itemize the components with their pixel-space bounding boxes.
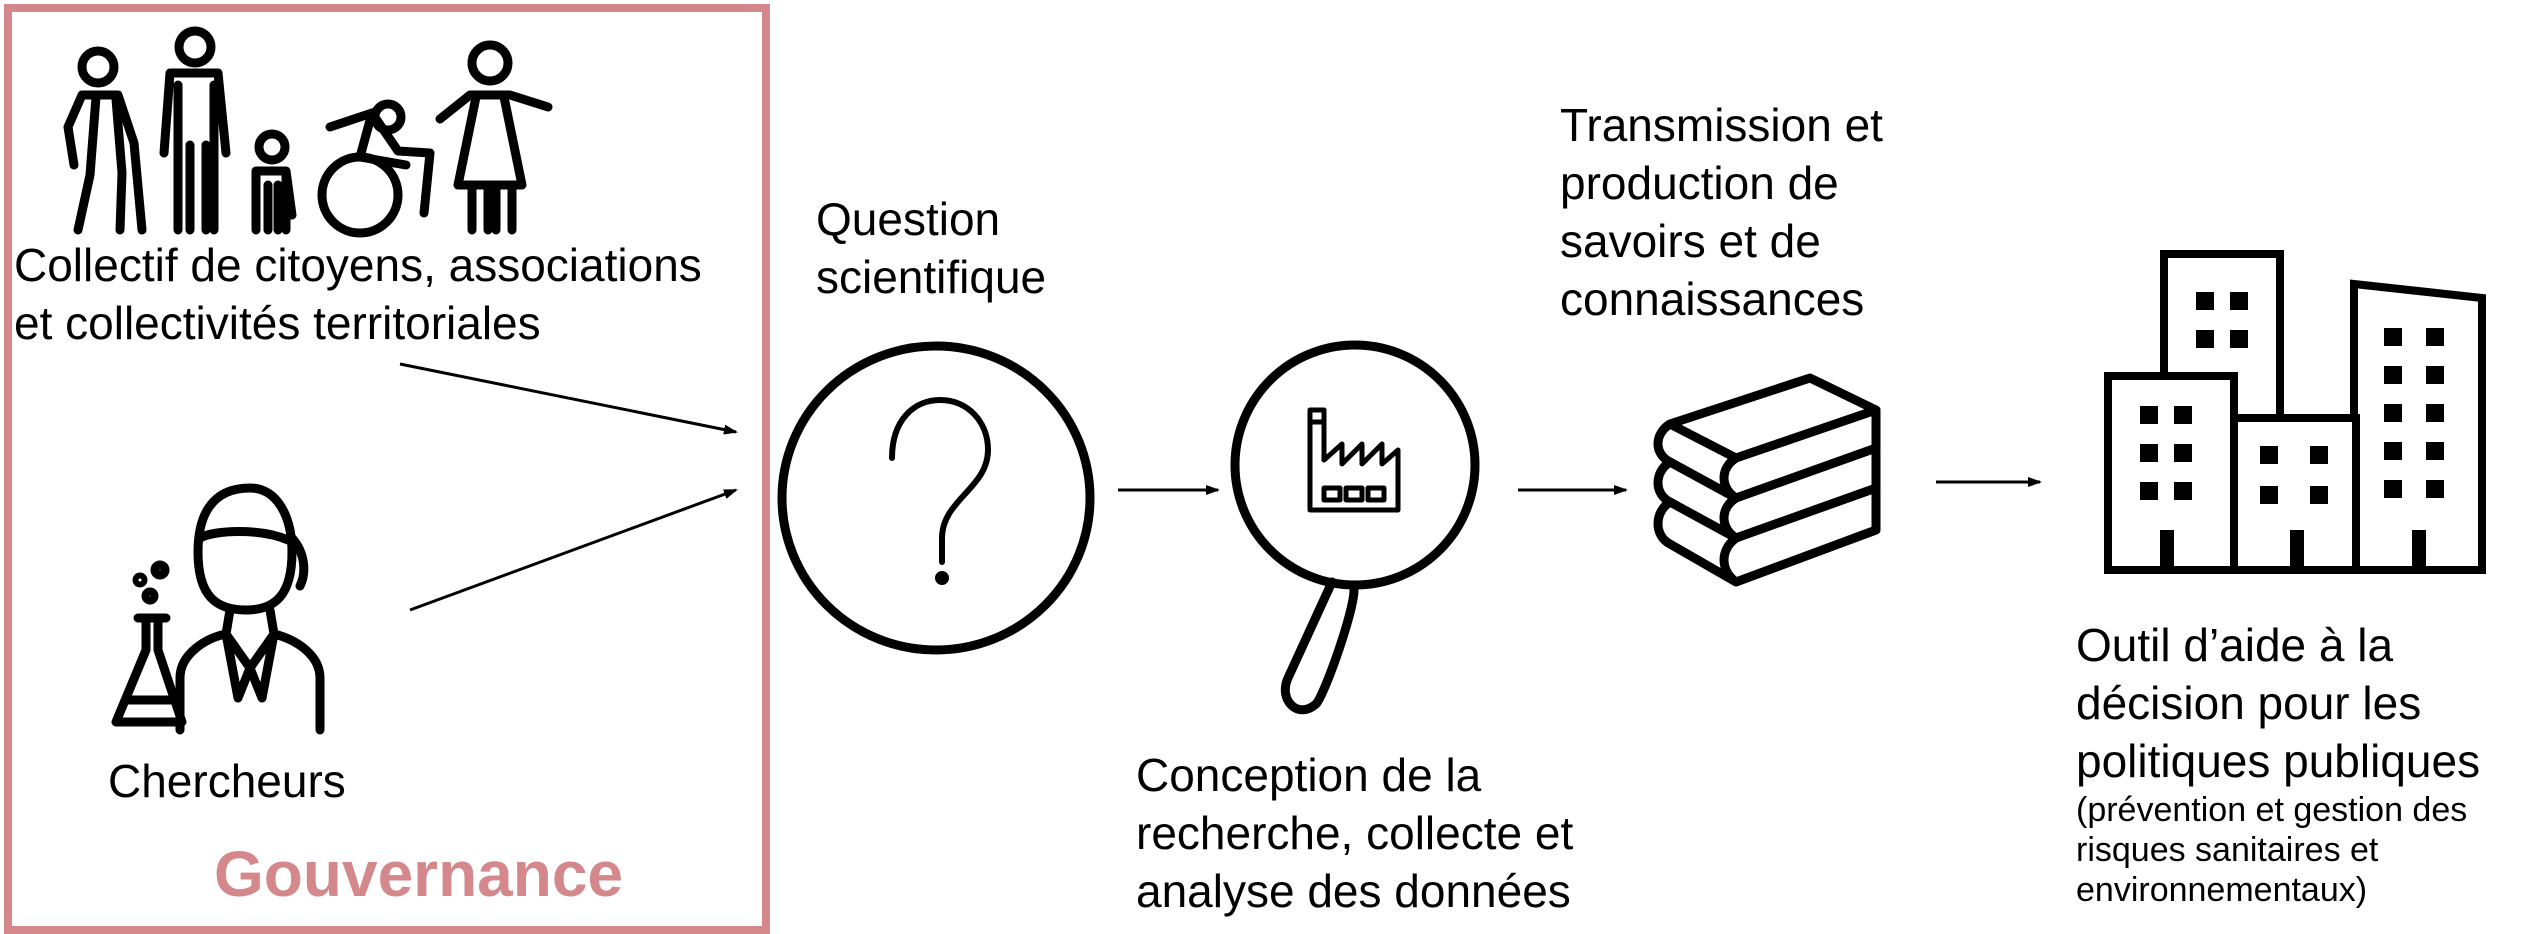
researchers-label: Chercheurs — [108, 755, 346, 807]
researcher-icon — [111, 483, 325, 735]
research-label: Conception de la recherche, collecte et … — [1136, 749, 1574, 917]
question-mark-icon — [777, 341, 1095, 655]
people-group-icon — [63, 26, 553, 238]
buildings-icon — [2104, 250, 2486, 574]
governance-title: Gouvernance — [214, 838, 624, 910]
magnifier-factory-icon — [1230, 340, 1480, 715]
knowledge-label: Transmission et production de savoirs et… — [1560, 99, 1883, 325]
books-icon — [1653, 373, 1881, 587]
decision-label: Outil d’aide à la décision pour les poli… — [2076, 619, 2481, 787]
citizens-label: Collectif de citoyens, associations et c… — [14, 239, 702, 349]
question-label: Question scientifique — [816, 193, 1047, 303]
decision-note: (prévention et gestion des risques sanit… — [2076, 791, 2468, 909]
